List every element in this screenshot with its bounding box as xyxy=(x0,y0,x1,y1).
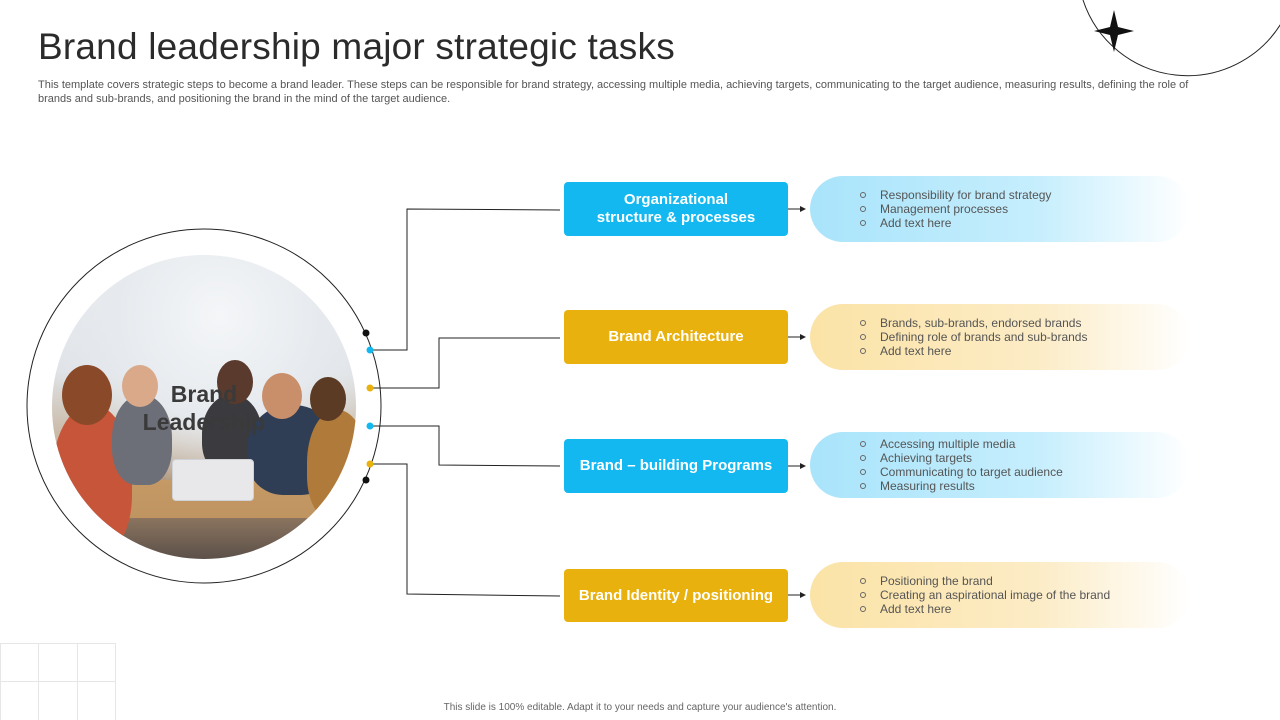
detail-pill-building-programs: Accessing multiple media Achieving targe… xyxy=(810,432,1190,498)
photo-head xyxy=(122,365,158,407)
list-item: Add text here xyxy=(860,602,1110,616)
task-box-label: Organizational structure & processes xyxy=(596,191,756,226)
photo-head xyxy=(262,373,302,419)
list-item: Add text here xyxy=(860,344,1087,358)
decorative-grid xyxy=(0,643,116,720)
circle-label-text: Brand Leadership xyxy=(142,381,266,435)
page-title: Brand leadership major strategic tasks xyxy=(38,26,675,67)
task-box-label: Brand Identity / positioning xyxy=(578,586,774,604)
task-box-architecture: Brand Architecture xyxy=(564,310,788,364)
connector-1 xyxy=(370,208,561,351)
task-box-label: Brand – building Programs xyxy=(579,457,773,474)
detail-pill-organizational: Responsibility for brand strategy Manage… xyxy=(810,176,1190,242)
connector-2 xyxy=(370,337,560,389)
ring-dot-black-bottom xyxy=(362,476,370,484)
arrow-4 xyxy=(788,592,806,598)
list-item: Measuring results xyxy=(860,479,1063,493)
list-item: Accessing multiple media xyxy=(860,437,1063,451)
ring-dot-black-top xyxy=(362,329,370,337)
team-photo xyxy=(52,255,356,559)
detail-list: Brands, sub-brands, endorsed brands Defi… xyxy=(810,316,1087,358)
ring-dot-blue-1 xyxy=(366,346,374,354)
arrow-2 xyxy=(788,334,806,340)
photo-laptop xyxy=(172,459,254,501)
list-item: Brands, sub-brands, endorsed brands xyxy=(860,316,1087,330)
list-item: Add text here xyxy=(860,216,1051,230)
list-item: Communicating to target audience xyxy=(860,465,1063,479)
detail-list: Accessing multiple media Achieving targe… xyxy=(810,437,1063,493)
connector-4 xyxy=(370,463,561,597)
task-box-identity: Brand Identity / positioning xyxy=(564,569,788,622)
arrow-1 xyxy=(788,206,806,212)
ring-dot-blue-2 xyxy=(366,422,374,430)
detail-pill-architecture: Brands, sub-brands, endorsed brands Defi… xyxy=(810,304,1190,370)
list-item: Management processes xyxy=(860,202,1051,216)
ring-dot-gold-1 xyxy=(366,384,374,392)
task-box-label: Brand Architecture xyxy=(608,328,744,345)
photo-head xyxy=(310,377,346,421)
task-box-organizational: Organizational structure & processes xyxy=(564,182,788,236)
list-item: Creating an aspirational image of the br… xyxy=(860,588,1110,602)
brand-leadership-label: Brand Leadership xyxy=(124,380,284,436)
outer-ring xyxy=(26,228,382,584)
photo-head xyxy=(217,360,253,404)
footer-note: This slide is 100% editable. Adapt it to… xyxy=(443,702,837,713)
task-box-building-programs: Brand – building Programs xyxy=(564,439,788,493)
photo-head xyxy=(62,365,112,425)
arrow-3 xyxy=(788,463,806,469)
list-item: Achieving targets xyxy=(860,451,1063,465)
detail-list: Positioning the brand Creating an aspira… xyxy=(810,574,1110,616)
detail-pill-identity: Positioning the brand Creating an aspira… xyxy=(810,562,1190,628)
connector-3 xyxy=(370,425,561,467)
star-icon xyxy=(1094,10,1134,52)
photo-person xyxy=(307,410,356,520)
list-item: Responsibility for brand strategy xyxy=(860,188,1051,202)
list-item: Defining role of brands and sub-brands xyxy=(860,330,1087,344)
ring-dot-gold-2 xyxy=(366,460,374,468)
photo-person xyxy=(112,395,172,485)
detail-list: Responsibility for brand strategy Manage… xyxy=(810,188,1051,230)
list-item: Positioning the brand xyxy=(860,574,1110,588)
page-subtitle: This template covers strategic steps to … xyxy=(38,79,1189,105)
